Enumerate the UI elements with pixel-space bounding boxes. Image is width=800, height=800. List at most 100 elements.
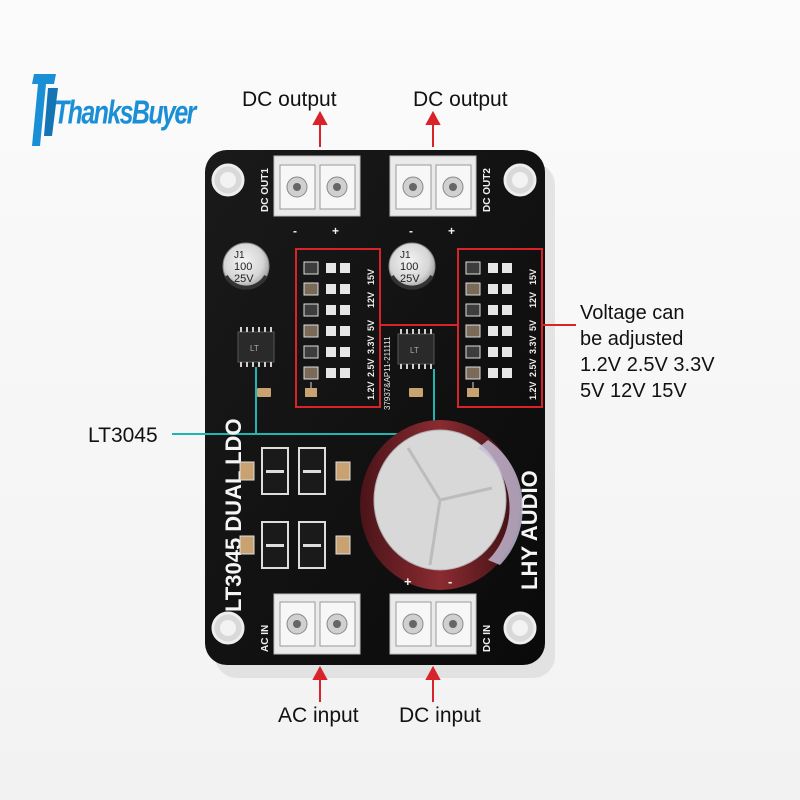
jumper-pad <box>326 284 336 294</box>
voltage-option-label: 2.5V <box>528 358 538 377</box>
selector-resistor <box>465 324 481 338</box>
jumper-pad <box>326 326 336 336</box>
highlight-box-right <box>457 248 543 408</box>
jumper-pad <box>488 263 498 273</box>
selector-resistor <box>303 345 319 359</box>
silk-dc-in-plus: + <box>404 574 412 589</box>
jumper-pad <box>326 368 336 378</box>
cap-left-line2: 100 <box>234 261 252 273</box>
label-dc-output-2: DC output <box>413 88 508 111</box>
board-maker: LHY AUDIO <box>517 470 542 590</box>
voltage-note-line1: Voltage can <box>580 302 685 324</box>
mounting-holes <box>211 163 537 645</box>
voltage-option-label: 3.3V <box>366 335 376 354</box>
voltage-selector-right <box>465 261 512 397</box>
voltage-labels-right: 1.2V 2.5V 3.3V 5V 12V 15V <box>528 269 538 400</box>
smd-resistors <box>239 461 351 555</box>
cap-left-line1: J1 <box>234 250 245 261</box>
voltage-option-label: 15V <box>366 269 376 285</box>
voltage-option-label: 1.2V <box>528 381 538 400</box>
jumper-pad <box>340 284 350 294</box>
selector-cap <box>305 388 317 397</box>
silk-dc-out1: DC OUT1 <box>260 168 271 212</box>
voltage-option-label: 12V <box>528 292 538 308</box>
label-dc-input: DC input <box>399 704 481 727</box>
ic-marking-right: LT <box>410 346 419 355</box>
selector-resistor <box>303 324 319 338</box>
silk-out1-minus: - <box>293 224 297 238</box>
arrow-dc-output-2 <box>425 110 441 147</box>
lt3045-chip-left <box>237 327 275 367</box>
selector-resistor <box>465 282 481 296</box>
voltage-note-line4: 5V 12V 15V <box>580 380 687 402</box>
jumper-pad <box>326 347 336 357</box>
big-capacitor <box>360 420 523 590</box>
jumper-pad <box>502 326 512 336</box>
voltage-note-line3: 1.2V 2.5V 3.3V <box>580 354 715 376</box>
silk-dc-in: DC IN <box>482 625 493 652</box>
voltage-option-label: 3.3V <box>528 335 538 354</box>
selector-resistor <box>465 261 481 275</box>
voltage-option-label: 15V <box>528 269 538 285</box>
highlight-box-left <box>295 248 381 408</box>
brand-name: ThanksBuyer <box>54 94 196 132</box>
silk-out2-minus: - <box>409 224 413 238</box>
arrow-dc-output-1 <box>312 110 328 147</box>
small-cap-left <box>222 242 270 290</box>
voltage-option-label: 5V <box>528 320 538 331</box>
cap-right-line2: 100 <box>400 261 418 273</box>
voltage-option-label: 5V <box>366 320 376 331</box>
cap-right-line3: 25V <box>400 273 420 285</box>
ic-marking-left: LT <box>250 344 259 353</box>
jumper-pad <box>326 305 336 315</box>
board-title: LT3045 DUAL LDO <box>221 418 246 612</box>
batch-code: 37937&AP11-211111 <box>383 336 392 410</box>
rectifier-diodes <box>261 447 326 569</box>
jumper-pad <box>340 368 350 378</box>
silk-out1-plus: + <box>332 224 339 238</box>
jumper-pad <box>488 326 498 336</box>
selector-resistor <box>303 366 319 380</box>
terminal-ac-in <box>273 593 361 655</box>
voltage-option-label: 1.2V <box>366 381 376 400</box>
jumper-pad <box>488 305 498 315</box>
jumper-pad <box>502 284 512 294</box>
jumper-pad <box>488 347 498 357</box>
jumper-pad <box>502 263 512 273</box>
selector-resistor <box>303 303 319 317</box>
cap-right-line1: J1 <box>400 250 411 261</box>
label-lt3045: LT3045 <box>88 424 158 447</box>
label-dc-output-1: DC output <box>242 88 337 111</box>
arrow-ac-input <box>312 665 328 702</box>
smd-parts-small <box>257 388 423 397</box>
jumper-pad <box>340 326 350 336</box>
silk-out2-plus: + <box>448 224 455 238</box>
jumper-pad <box>340 305 350 315</box>
lt3045-chip-right <box>397 329 435 369</box>
jumper-pad <box>502 368 512 378</box>
small-cap-right <box>388 242 436 290</box>
selector-resistor <box>303 261 319 275</box>
silk-dc-in-minus: - <box>448 574 452 589</box>
jumper-pad <box>340 347 350 357</box>
jumper-pad <box>488 284 498 294</box>
brand-logo-mark <box>32 74 58 146</box>
terminal-dc-out1 <box>273 155 361 217</box>
selector-resistor <box>465 303 481 317</box>
arrow-dc-input <box>425 665 441 702</box>
voltage-option-label: 12V <box>366 292 376 308</box>
jumper-pad <box>502 305 512 315</box>
jumper-pad <box>326 263 336 273</box>
voltage-adjust-note: Voltage can be adjusted 1.2V 2.5V 3.3V 5… <box>580 300 715 404</box>
jumper-pad <box>488 368 498 378</box>
selector-resistor <box>303 282 319 296</box>
selector-resistor <box>465 345 481 359</box>
terminal-dc-out2 <box>389 155 477 217</box>
terminal-dc-in <box>389 593 477 655</box>
jumper-pad <box>502 347 512 357</box>
cap-left-line3: 25V <box>234 273 254 285</box>
selector-cap <box>467 388 479 397</box>
selector-resistor <box>465 366 481 380</box>
